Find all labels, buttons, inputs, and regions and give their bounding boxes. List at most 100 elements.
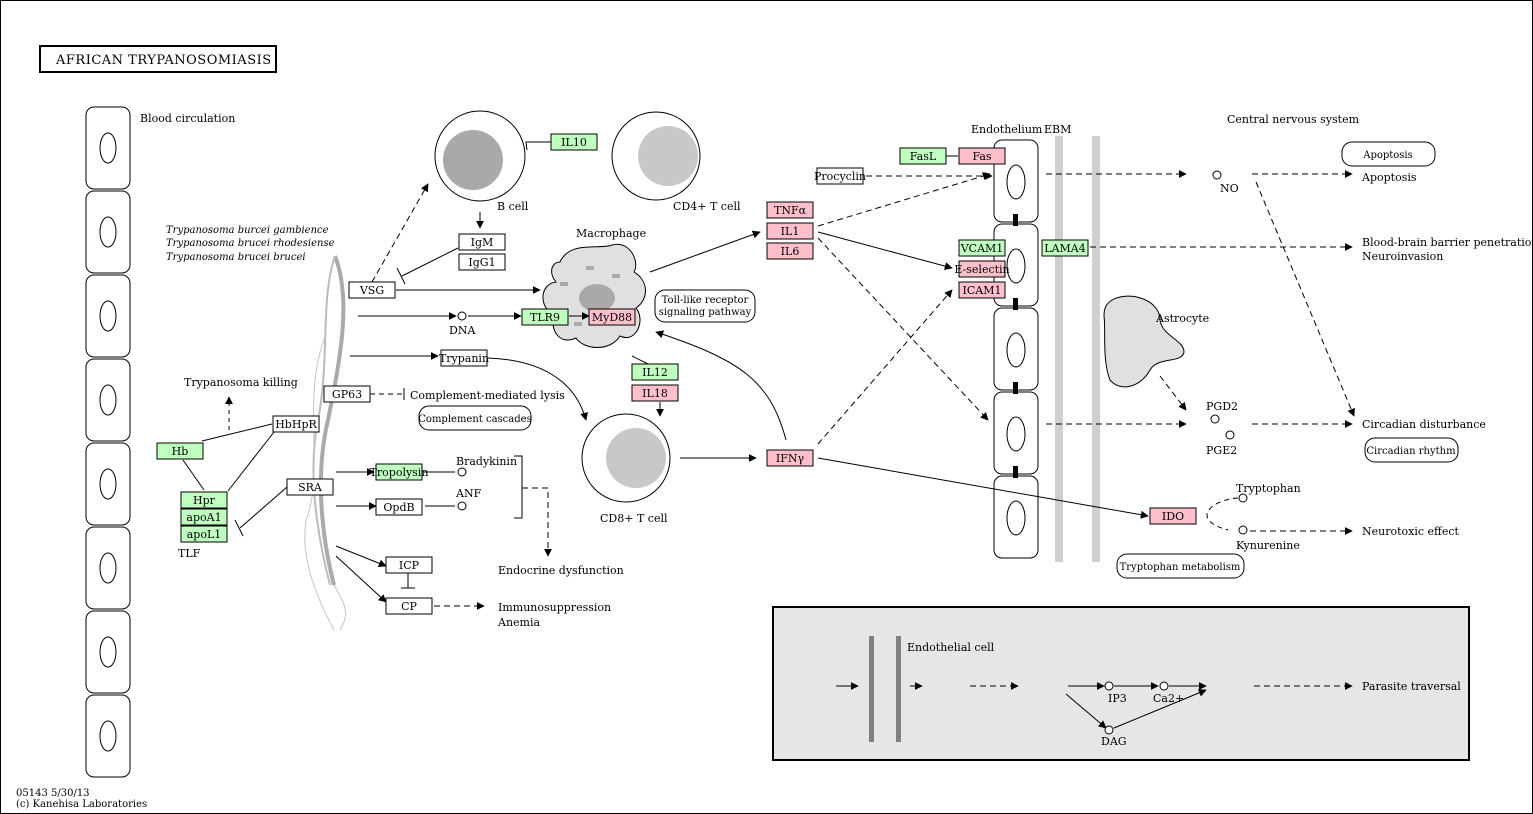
gene-icam1-box[interactable] (958, 281, 1006, 299)
gene-vcam1[interactable]: VCAM1 (958, 239, 1006, 257)
gene-sra-box[interactable] (286, 478, 334, 496)
gene-il1-box[interactable] (766, 222, 814, 240)
gene-tlr9[interactable]: TLR9 (521, 308, 569, 326)
gene-lama4-box[interactable] (1041, 239, 1089, 257)
gene-hb-box[interactable] (156, 442, 204, 460)
gene-icam1-label: ICAM1 (963, 284, 1002, 297)
gene-lama4[interactable]: LAMA4 (1041, 239, 1089, 257)
gene-il18[interactable]: IL18 (631, 384, 679, 402)
pathway-tlr-label-1: Toll-like receptor (662, 295, 749, 306)
gene-vcam1-box[interactable] (958, 239, 1006, 257)
gene-il10[interactable]: IL10 (550, 133, 598, 151)
no-label: NO (1220, 182, 1239, 195)
gene-hbhpr[interactable]: HbHpR (272, 415, 320, 433)
gene-igg1[interactable]: IgG1 (458, 253, 506, 271)
pathway-complement[interactable]: Complement cascades (418, 405, 532, 431)
parasite-traversal-label: Parasite traversal (1362, 680, 1461, 693)
gene-apoa1-box[interactable] (180, 508, 228, 526)
page-title: AFRICAN TRYPANOSOMIASIS (55, 53, 272, 68)
gene-vsg[interactable]: VSG (348, 281, 396, 299)
gene-il6[interactable]: IL6 (766, 242, 814, 260)
pathway-tlr-label-2: signaling pathway (659, 307, 752, 318)
gene-apoa1[interactable]: apoA1 (180, 508, 228, 526)
gene-ido[interactable]: IDO (1149, 507, 1197, 525)
trypanosoma-killing-label: Trypanosoma killing (184, 376, 298, 389)
bbb-label-2: Neuroinvasion (1362, 250, 1443, 263)
pathway-circadian[interactable]: Circadian rhythm (1364, 437, 1459, 463)
gene-gp63[interactable]: GP63 (323, 385, 371, 403)
gene-procyclin-box[interactable] (816, 167, 864, 185)
gene-ido-box[interactable] (1149, 507, 1197, 525)
gene-tnfa[interactable]: TNFα (766, 201, 814, 219)
gene-gp63-box[interactable] (323, 385, 371, 403)
gene-cp-box[interactable] (385, 597, 433, 615)
gene-oprb-box[interactable] (375, 498, 423, 516)
footer-line-2: (c) Kanehisa Laboratories (16, 799, 147, 810)
gene-oprb[interactable]: OpdB (375, 498, 423, 516)
gene-ifng-box[interactable] (766, 449, 814, 467)
gene-ifng[interactable]: IFNγ (766, 449, 814, 467)
gene-cp[interactable]: CP (385, 597, 433, 615)
gene-eselectin[interactable]: E-selectin (954, 260, 1010, 278)
gene-tnfa-box[interactable] (766, 201, 814, 219)
footer-line-1: 05143 5/30/13 (16, 788, 90, 799)
gene-hpr-box[interactable] (180, 491, 228, 509)
gene-tropolysin[interactable]: Tropolysin (370, 463, 429, 481)
gene-fas[interactable]: Fas (958, 147, 1006, 165)
pathway-tryptophan[interactable]: Tryptophan metabolism (1116, 553, 1245, 579)
gene-il10-box[interactable] (550, 133, 598, 151)
gene-vsg-box[interactable] (348, 281, 396, 299)
anf-label: ANF (455, 487, 482, 500)
cd4-t-cell (611, 111, 701, 201)
gene-icp-box[interactable] (385, 556, 433, 574)
gene-tropolysin-box[interactable] (375, 463, 423, 481)
gene-tnfa-label: TNFα (774, 204, 807, 217)
pathway-apoptosis[interactable]: Apoptosis (1341, 141, 1436, 167)
pge2-label: PGE2 (1206, 444, 1237, 457)
gene-fasl-box[interactable] (899, 147, 947, 165)
gene-il18-box[interactable] (631, 384, 679, 402)
gene-hpr[interactable]: Hpr (180, 491, 228, 509)
gene-apol1-label: apoL1 (187, 528, 222, 541)
gene-fas-box[interactable] (958, 147, 1006, 165)
gene-igm-box[interactable] (458, 233, 506, 251)
gene-il1[interactable]: IL1 (766, 222, 814, 240)
species-label-3: Trypanosoma brucei brucei (166, 252, 306, 263)
gene-ido-label: IDO (1162, 510, 1184, 523)
gene-trypanin[interactable]: Trypanin (439, 349, 489, 367)
gene-il10-label: IL10 (561, 136, 587, 149)
gene-il12[interactable]: IL12 (631, 363, 679, 381)
inset-panel: Endothelial cell IP3 Ca2+ DAG Parasite t… (772, 606, 1470, 761)
gene-lama4-label: LAMA4 (1044, 242, 1085, 255)
gene-vsg-label: VSG (359, 284, 384, 297)
gene-hb[interactable]: Hb (156, 442, 204, 460)
gene-apol1-box[interactable] (180, 525, 228, 543)
gene-apoa1-label: apoA1 (186, 511, 221, 524)
b-cell (434, 110, 526, 202)
endocrine-label: Endocrine dysfunction (498, 564, 624, 577)
gene-icp[interactable]: ICP (385, 556, 433, 574)
gene-igm[interactable]: IgM (458, 233, 506, 251)
pathway-tlr[interactable]: Toll-like receptor signaling pathway (654, 289, 756, 323)
gene-trypanin-box[interactable] (440, 349, 488, 367)
pathway-apoptosis-label: Apoptosis (1362, 150, 1413, 161)
gene-myd88[interactable]: MyD88 (588, 308, 636, 326)
gene-fasl[interactable]: FasL (899, 147, 947, 165)
gene-il12-box[interactable] (631, 363, 679, 381)
gene-il1-label: IL1 (781, 225, 800, 238)
bradykinin-label: Bradykinin (456, 455, 517, 468)
gene-sra[interactable]: SRA (286, 478, 334, 496)
gene-igg1-box[interactable] (458, 253, 506, 271)
gene-sra-label: SRA (298, 481, 323, 494)
gene-procyclin-label: Procyclin (814, 170, 866, 183)
gene-apol1[interactable]: apoL1 (180, 525, 228, 543)
gene-il18-label: IL18 (642, 387, 668, 400)
gene-eselectin-box[interactable] (958, 260, 1006, 278)
gene-procyclin[interactable]: Procyclin (814, 167, 866, 185)
gene-icam1[interactable]: ICAM1 (958, 281, 1006, 299)
gene-hbhpr-box[interactable] (272, 415, 320, 433)
gene-myd88-box[interactable] (588, 308, 636, 326)
gene-il6-box[interactable] (766, 242, 814, 260)
gene-tlr9-box[interactable] (521, 308, 569, 326)
